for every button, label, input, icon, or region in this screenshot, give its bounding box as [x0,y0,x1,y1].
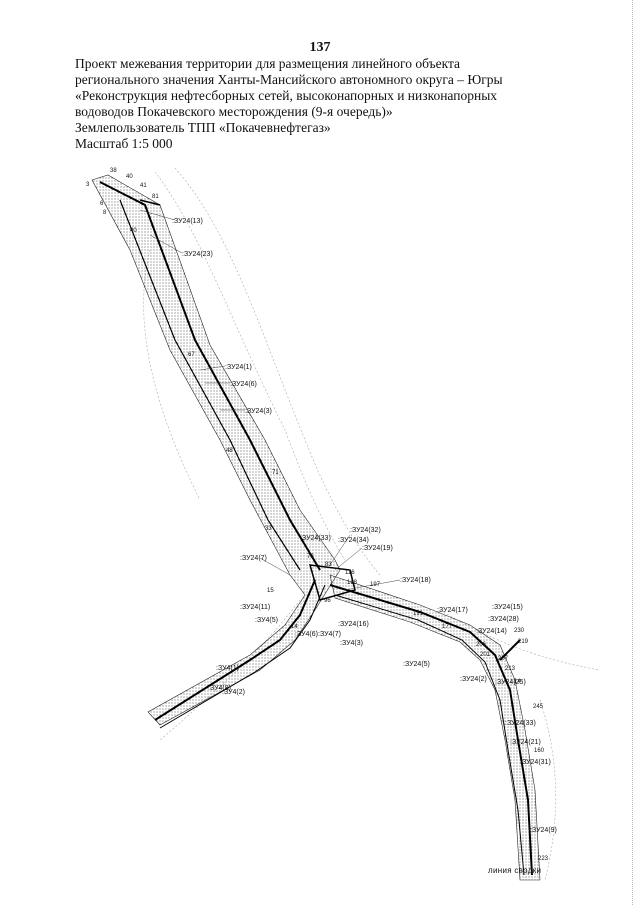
parcel-label: :ЗУ24(7) [240,555,267,562]
point-number: 14 [514,679,521,685]
header-line-4: водоводов Покачевского месторождения (9-… [75,104,393,119]
point-number: 41 [140,183,147,189]
parcel-label: :ЗУ24(14) [476,628,507,635]
point-number: 48 [226,448,233,454]
point-number: 73 [307,554,314,560]
corridor-hatching [91,174,541,881]
point-number: 15 [267,588,274,594]
point-number: 83 [325,562,332,568]
parcel-label: :ЗУ24(5) [403,661,430,668]
scale-line: Масштаб 1:5 000 [75,136,173,151]
parcel-label: :ЗУ24(21) [510,739,541,746]
parcel-label: :ЗУ24(25) [495,679,526,686]
parcel-label: :ЗУ24(3) [245,408,272,415]
parcel-label: :ЗУ4(3) [340,640,363,647]
point-number: 219 [518,639,529,645]
point-number: 38 [110,168,117,174]
point-number: 197 [370,582,381,588]
point-number: 213 [505,666,516,672]
parcel-label: :ЗУ4(5) [255,617,278,624]
parcel-label: :ЗУ24(2) [460,676,487,683]
point-number: 81 [152,194,159,200]
parcel-label: :ЗУ24(9) [530,827,557,834]
point-number: 207 [498,656,509,662]
header-line-2: регионального значения Ханты-Мансийского… [75,72,503,87]
point-number: 206 [476,642,487,648]
point-number: 116 [345,570,355,576]
parcel-label: :ЗУ24(18) [400,577,431,584]
reconciliation-line-label: линия сводки [488,866,542,875]
page-number: 137 [309,40,331,55]
parcel-label: :ЗУ4(8) [208,685,231,692]
parcel-label: :ЗУ24(33) [505,720,536,727]
parcel-label: :ЗУ4(6) [295,631,318,638]
leader-lines [139,209,401,591]
point-number: 67 [188,352,195,358]
parcel-label: :ЗУ24(31) [520,759,551,766]
parcel-label: :ЗУ4(2) [222,689,245,696]
parcel-label: :ЗУ24(1) [225,364,252,371]
parcel-labels: :ЗУ24(13) :ЗУ24(23) :ЗУ24(1) :ЗУ24(6) :З… [172,218,557,834]
parcel-label: :ЗУ24(32) [350,527,381,534]
parcel-label: :ЗУ24(17) [437,607,468,614]
point-number: 6 [100,201,104,207]
point-number: 245 [533,704,544,710]
point-number: 8 [103,210,107,216]
parcel-label: :ЗУ24(28) [488,616,519,623]
page-edge-mark [632,0,635,905]
point-number: 201 [480,652,491,658]
parcel-label: :ЗУ24(15) [492,604,523,611]
parcel-label: :ЗУ4(7) [318,631,341,638]
point-number: 191 [413,611,424,617]
header-line-1: Проект межевания территории для размещен… [75,56,461,71]
point-number: 40 [130,228,137,234]
point-number: 96 [324,598,331,604]
parcel-label: :ЗУ4(1) [216,665,239,672]
point-number: 223 [538,856,549,862]
land-user-line: Землепользователь ТПП «Покачевнефтегаз» [75,120,331,135]
parcel-label: :ЗУ24(19) [362,545,393,552]
parcel-label: :ЗУ24(23) [182,251,213,258]
point-numbers: 3 38 40 41 81 6 8 40 67 48 71 33 73 83 1… [86,168,549,862]
point-number: 14 [291,624,298,630]
parcel-label: :ЗУ24(11) [240,604,270,611]
point-number: 177 [442,624,453,630]
parcel-label: :ЗУ24(6) [230,381,257,388]
point-number: 33 [265,526,272,532]
parcel-label: :ЗУ24(16) [338,621,369,628]
point-number: 71 [272,470,279,476]
parcel-label: :ЗУ24(33) [300,535,331,542]
header-line-3: «Реконструкция нефтесборных сетей, высок… [75,88,498,103]
parcel-label: :ЗУ24(34) [338,537,369,544]
point-number: 168 [347,580,358,586]
parcel-label: :ЗУ24(13) [172,218,203,225]
document-header: Проект межевания территории для размещен… [75,56,595,152]
point-number: 160 [534,748,545,754]
point-number: 230 [514,628,525,634]
pipeline-lines [99,181,533,876]
point-number: 40 [126,174,133,180]
point-number: 3 [86,182,90,188]
